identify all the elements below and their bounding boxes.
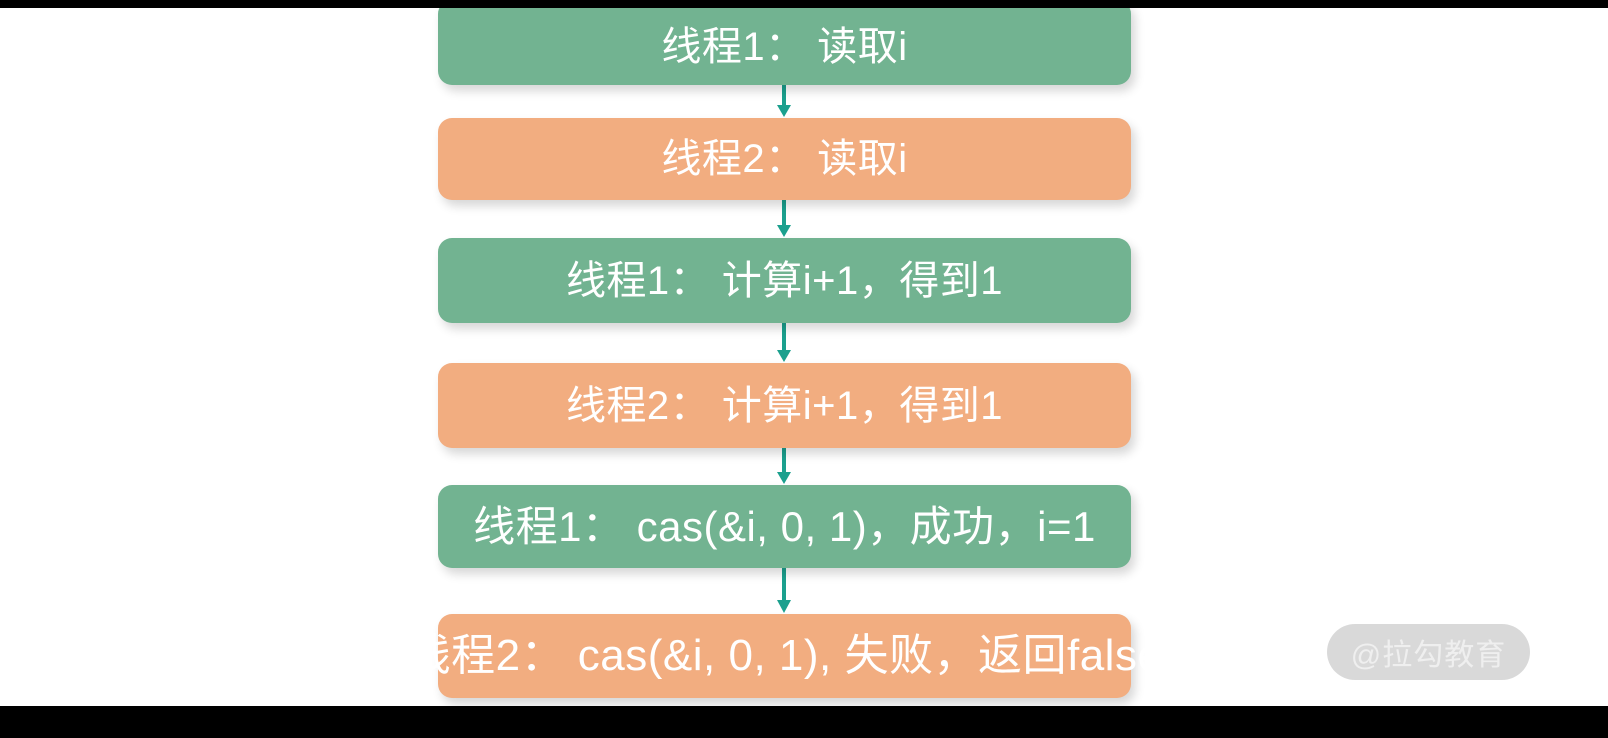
flow-arrow-1	[777, 85, 791, 117]
flow-node-thread2-compute[interactable]: 线程2： 计算i+1，得到1	[438, 363, 1131, 448]
flow-node-label: 线程2： 读取i	[661, 137, 908, 181]
flow-node-label: 线程1： 读取i	[661, 24, 908, 69]
flow-node-thread1-cas-success[interactable]: 线程1： cas(&i, 0, 1)，成功，i=1	[438, 485, 1131, 568]
flow-arrow-3	[777, 323, 791, 362]
flow-node-label: 线程1： cas(&i, 0, 1)，成功，i=1	[473, 502, 1096, 550]
flow-arrow-2	[777, 200, 791, 237]
flow-node-label: 线程1： 计算i+1，得到1	[565, 258, 1004, 303]
flow-node-label: 线程2： 计算i+1，得到1	[565, 383, 1004, 428]
flow-node-thread2-read[interactable]: 线程2： 读取i	[438, 118, 1131, 200]
flow-node-thread1-compute[interactable]: 线程1： 计算i+1，得到1	[438, 238, 1131, 323]
watermark-label: @拉勾教育	[1350, 639, 1507, 672]
flow-arrow-4	[777, 448, 791, 484]
flow-node-label: 线程2： cas(&i, 0, 1), 失败，返回false	[406, 631, 1163, 680]
letterbox-bar-top	[0, 0, 1608, 8]
flow-arrow-5	[777, 568, 791, 613]
presentation-slide: 线程1： 读取i 线程2： 读取i 线程1： 计算i+1，得到1 线程2： 计算…	[0, 8, 1608, 706]
flow-node-thread2-cas-fail[interactable]: 线程2： cas(&i, 0, 1), 失败，返回false	[407, 614, 1162, 698]
flow-node-thread1-read[interactable]: 线程1： 读取i	[438, 8, 1131, 85]
letterbox-bar-bottom	[0, 706, 1608, 738]
watermark-badge: @拉勾教育	[1327, 624, 1530, 680]
